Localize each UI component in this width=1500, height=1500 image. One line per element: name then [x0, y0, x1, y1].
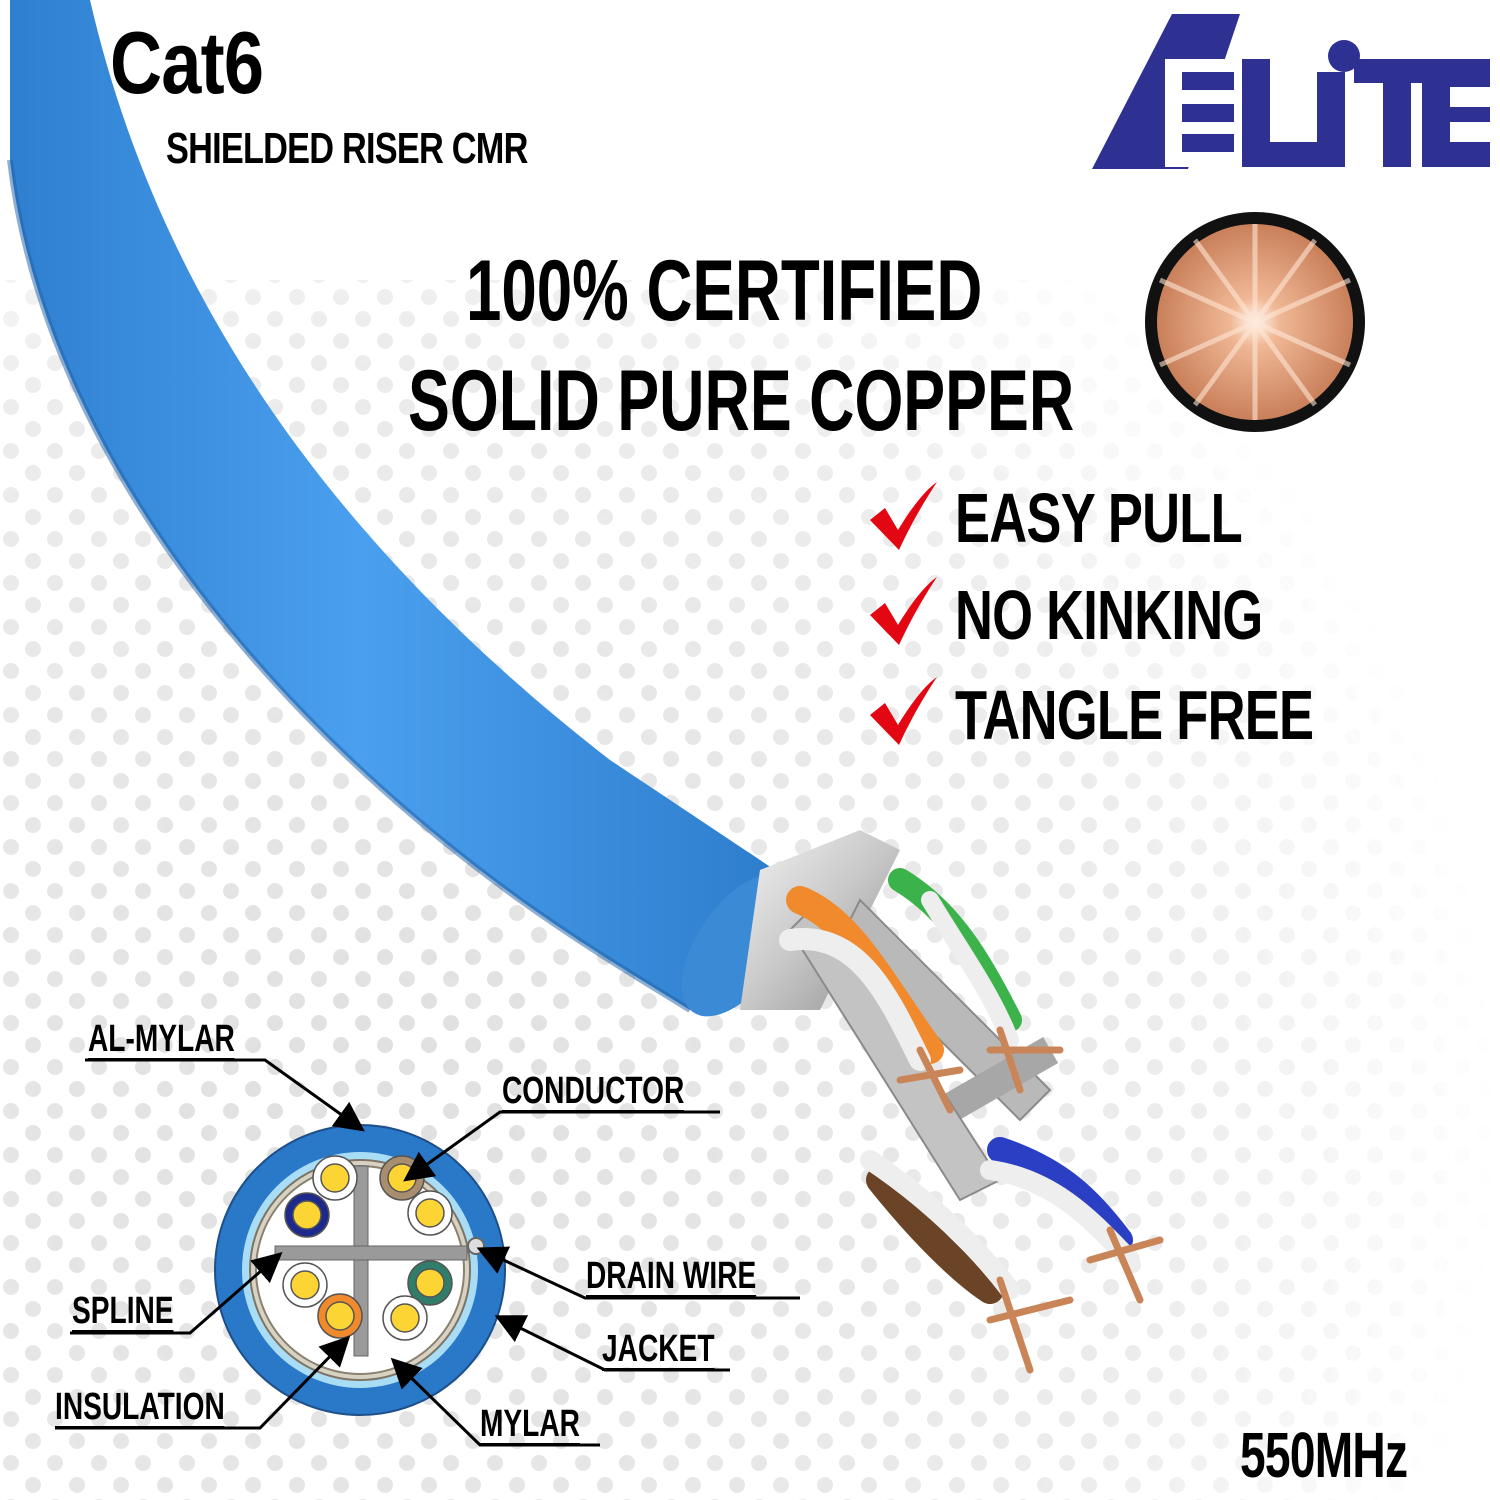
label-al-mylar: AL-MYLAR — [88, 1018, 235, 1061]
feature-tangle-free: TANGLE FREE — [955, 676, 1314, 754]
elite-logo-icon — [1092, 14, 1490, 169]
frequency-spec: 550MHz — [1240, 1419, 1408, 1491]
label-spline: SPLINE — [72, 1290, 174, 1333]
feature-no-kinking: NO KINKING — [955, 576, 1263, 654]
checkmarks — [870, 482, 937, 745]
headline-copper: SOLID PURE COPPER — [408, 353, 1075, 449]
feature-easy-pull: EASY PULL — [955, 479, 1243, 557]
label-conductor: CONDUCTOR — [502, 1070, 685, 1113]
product-category-title: Cat6 — [110, 13, 264, 112]
headline-certified: 100% CERTIFIED — [466, 243, 983, 339]
label-insulation: INSULATION — [55, 1386, 225, 1429]
copper-cross-section-icon — [1145, 212, 1365, 432]
label-jacket: JACKET — [602, 1328, 715, 1371]
brand-logo — [1092, 14, 1492, 172]
label-drain-wire: DRAIN WIRE — [586, 1255, 757, 1298]
product-subtitle: SHIELDED RISER CMR — [166, 124, 528, 173]
cable-cross-section-diagram — [214, 1124, 506, 1416]
label-mylar: MYLAR — [480, 1403, 580, 1446]
